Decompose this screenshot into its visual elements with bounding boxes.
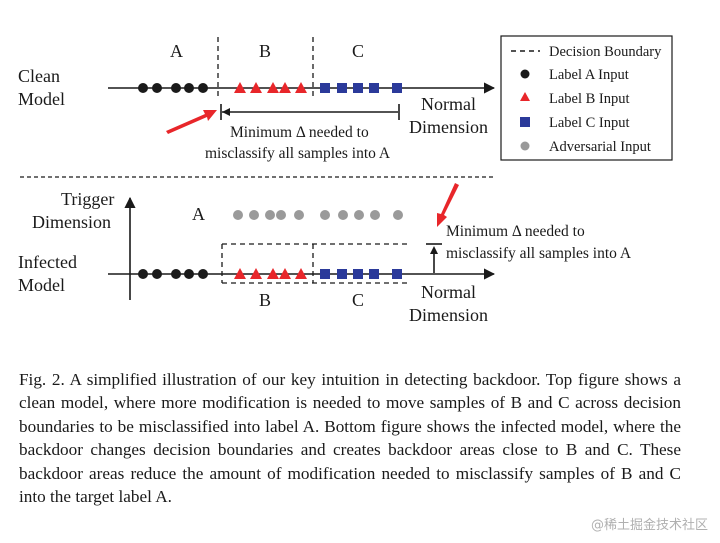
label-c-point [320,83,330,93]
label-b-point [295,82,307,93]
watermark: @稀土掘金技术社区 [590,518,708,533]
label-c-samples [320,83,402,93]
infected-model-label-line1: Infected [18,252,77,272]
normal-dimension-label-line1: Normal [421,94,476,114]
infected-model-panel: Trigger Dimension Infected Model A [18,183,632,325]
label-b-point [234,268,246,279]
label-a-samples [138,83,208,93]
label-c-point [320,269,330,279]
label-a-point [138,83,148,93]
adversarial-point [233,210,243,220]
label-c-point [353,269,363,279]
label-c-point [337,269,347,279]
label-a-point [198,83,208,93]
legend: Decision Boundary Label A Input Label B … [500,35,673,161]
label-b-point [267,82,279,93]
clean-model-panel: Clean Model A B C Normal [18,37,496,162]
label-b-point [250,268,262,279]
infected-minimum-delta-marker [426,243,442,273]
infected-label-a-samples [138,269,208,279]
label-c-point [353,83,363,93]
label-c-point [369,269,379,279]
adversarial-point [265,210,275,220]
label-b-point [279,82,291,93]
label-a-point [184,83,194,93]
infected-region-b-label: B [259,290,271,310]
label-c-point [369,83,379,93]
legend-label-b-text: Label B Input [549,91,630,107]
trigger-dimension-label-line2: Dimension [32,212,111,232]
label-b-samples [234,82,307,93]
figure-caption: Fig. 2. A simplified illustration of our… [19,370,681,507]
infected-region-c-label: C [352,290,364,310]
minimum-delta-label-line1: Minimum Δ needed to [230,124,369,141]
trigger-dimension-label-line1: Trigger [61,189,114,209]
infected-label-c-samples [320,269,402,279]
adversarial-point [294,210,304,220]
adversarial-point [393,210,403,220]
adversarial-point [354,210,364,220]
minimum-delta-bracket [220,104,400,120]
legend-adversarial-swatch [520,141,530,151]
backdoor-intuition-figure: Clean Model A B C Normal [18,35,673,325]
label-c-point [337,83,347,93]
normal-dimension-label-line2: Dimension [409,117,488,137]
label-b-point [234,82,246,93]
legend-adversarial-text: Adversarial Input [549,139,651,155]
legend-boundary-text: Decision Boundary [549,44,662,60]
legend-label-a-text: Label A Input [549,67,629,83]
adversarial-point [370,210,380,220]
adversarial-point [320,210,330,220]
label-a-point [198,269,208,279]
label-a-point [171,269,181,279]
label-a-point [138,269,148,279]
adversarial-point [249,210,259,220]
legend-label-c-swatch [520,117,530,127]
legend-label-c-text: Label C Input [549,115,630,131]
region-a-label: A [170,41,183,61]
region-c-label: C [352,41,364,61]
infected-pointer-arrow-icon [437,183,459,227]
label-a-point [171,83,181,93]
label-b-point [267,268,279,279]
adversarial-point [338,210,348,220]
adversarial-point [276,210,286,220]
legend-label-a-swatch [520,69,530,79]
label-a-point [184,269,194,279]
legend-label-b-swatch [520,92,530,101]
label-a-point [152,269,162,279]
infected-model-label-line2: Model [18,275,65,295]
infected-label-b-samples [234,268,307,279]
pointer-arrow-icon [166,110,217,134]
adversarial-samples [233,210,403,220]
clean-model-label-line1: Clean [18,66,60,86]
infected-normal-dimension-label-line1: Normal [421,282,476,302]
region-b-label: B [259,41,271,61]
label-c-point [392,269,402,279]
label-c-point [392,83,402,93]
label-a-point [152,83,162,93]
clean-model-label-line2: Model [18,89,65,109]
infected-minimum-delta-label-line1: Minimum Δ needed to [446,223,585,240]
backdoor-region-a-label: A [192,204,205,224]
legend-frame [500,35,673,161]
label-b-point [279,268,291,279]
infected-normal-dimension-label-line2: Dimension [409,305,488,325]
infected-minimum-delta-label-line2: misclassify all samples into A [446,245,632,262]
label-b-point [250,82,262,93]
label-b-point [295,268,307,279]
minimum-delta-label-line2: misclassify all samples into A [205,145,391,162]
